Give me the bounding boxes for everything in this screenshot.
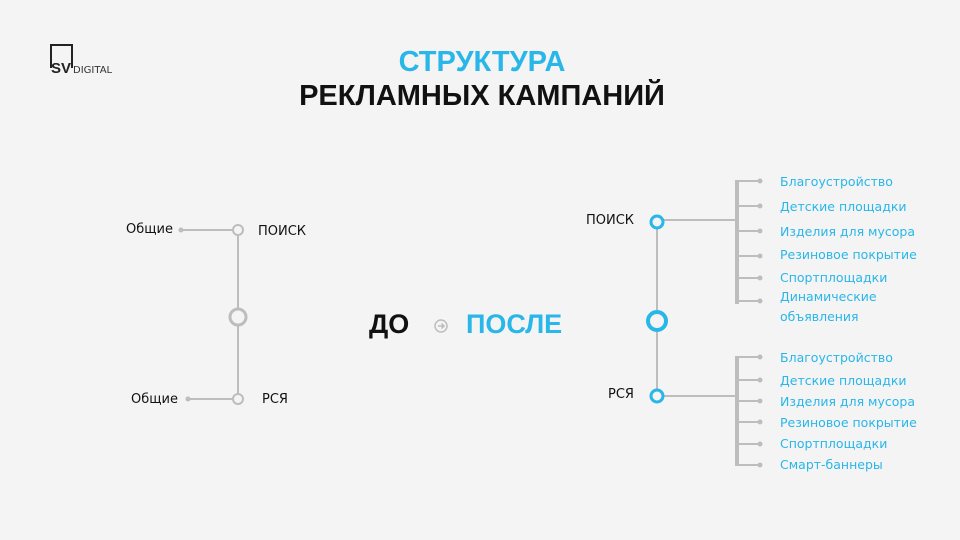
search-campaign-item: Спортплощадки <box>780 270 888 285</box>
rsya-campaign-item: Детские площадки <box>780 373 907 388</box>
after-tree <box>656 180 739 466</box>
before-tree <box>181 224 248 405</box>
node-root-after <box>646 310 668 332</box>
search-campaign-item: Изделия для мусора <box>780 224 916 239</box>
rsya-campaign-item: Резиновое покрытие <box>780 415 917 430</box>
search-campaign-item: Детские площадки <box>780 199 907 214</box>
before-rsya-campaign: Общие <box>131 392 178 407</box>
branch-dot <box>757 275 763 281</box>
before-search-campaign: Общие <box>126 222 173 237</box>
before-rsya-label: РСЯ <box>262 392 288 407</box>
search-campaign-item: Резиновое покрытие <box>780 247 917 262</box>
node-root-before <box>228 307 248 327</box>
title-line-1: СТРУКТУРА <box>398 46 566 78</box>
branch-dot <box>757 298 763 304</box>
search-campaign-item: Благоустройство <box>780 174 893 189</box>
rsya-campaign-item: Смарт-баннеры <box>780 457 883 472</box>
rsya-campaign-item: Благоустройство <box>780 350 893 365</box>
branch-dot <box>757 253 763 259</box>
branch-dot <box>757 419 763 425</box>
arrow-right-circle-icon <box>434 319 448 333</box>
rsya-campaign-item: Изделия для мусора <box>780 394 916 409</box>
rsya-campaign-item: Спортплощадки <box>780 436 888 451</box>
logo-text: DIGITAL <box>73 65 113 76</box>
branch-dot <box>757 377 763 383</box>
search-campaign-item: Динамические объявления <box>780 289 877 324</box>
after-search-label: ПОИСК <box>586 213 635 228</box>
after-heading: ПОСЛЕ <box>466 309 563 339</box>
branch-dot <box>757 178 763 184</box>
before-heading: ДО <box>369 309 410 339</box>
node-rsya-after <box>649 388 665 404</box>
node-search-after <box>649 214 665 230</box>
branch-dot <box>757 398 763 404</box>
title-line-2: РЕКЛАМНЫХ КАМПАНИЙ <box>299 80 665 112</box>
node-rsya-before <box>232 393 244 405</box>
after-rsya-label: РСЯ <box>608 387 634 402</box>
branch-dot <box>757 203 763 209</box>
branch-dot <box>757 228 763 234</box>
node-search-before <box>232 224 244 236</box>
branch-dot <box>757 462 763 468</box>
branch-dot <box>757 441 763 447</box>
logo-mark: SV <box>51 60 72 77</box>
branch-dot <box>757 354 763 360</box>
logo-mark-frame <box>50 44 73 68</box>
before-search-label: ПОИСК <box>258 224 307 239</box>
